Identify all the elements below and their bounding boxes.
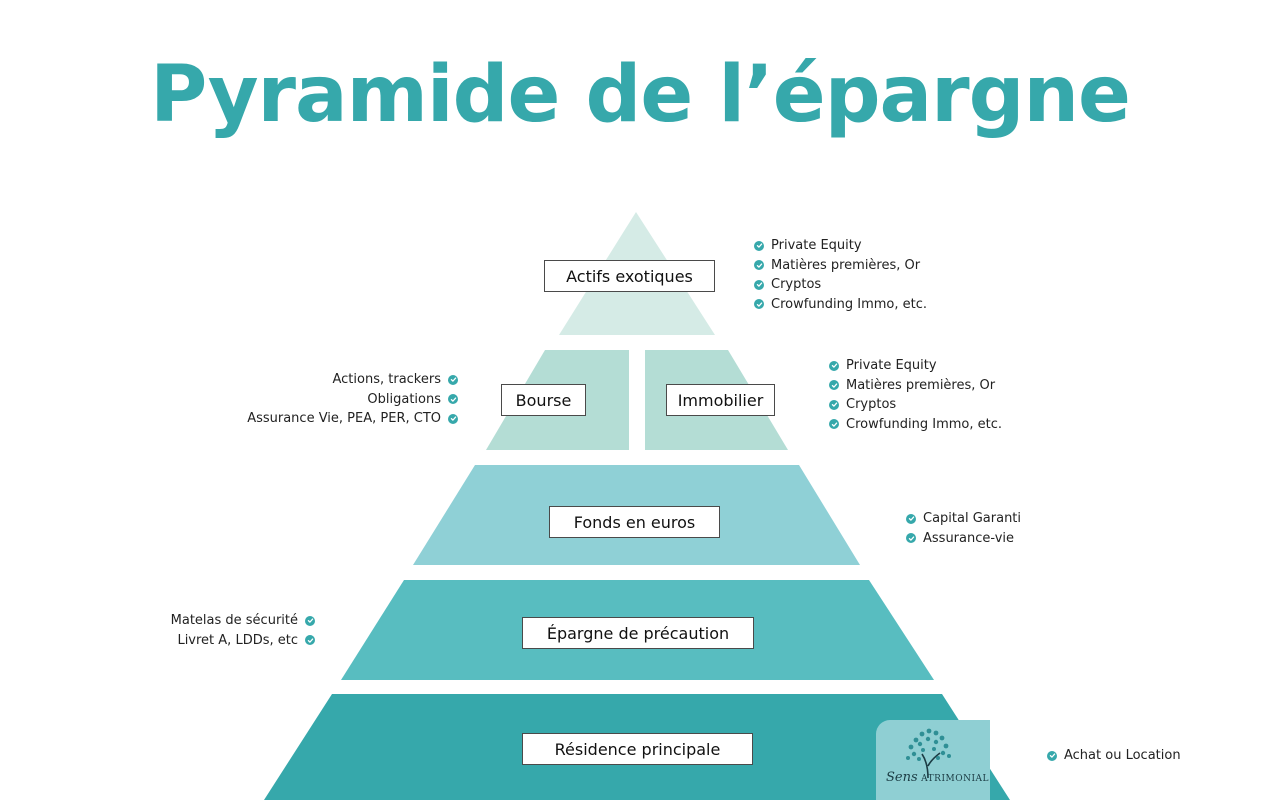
list-item: Matières premières, Or	[754, 256, 927, 276]
check-circle-icon	[754, 279, 764, 290]
list-item-text: Cryptos	[846, 397, 897, 413]
list-item: Cryptos	[754, 275, 927, 295]
list-item-text: Private Equity	[846, 358, 937, 374]
list-item-text: Crowfunding Immo, etc.	[771, 296, 928, 312]
check-circle-icon	[906, 533, 916, 544]
check-circle-icon	[829, 380, 839, 391]
logo-word-sens: Sens	[886, 770, 918, 785]
list-item-text: Capital Garanti	[923, 511, 1022, 527]
label-residence-principale: Résidence principale	[522, 733, 753, 765]
list-item-text: Assurance-vie	[923, 530, 1015, 546]
list-item: Actions, trackers	[247, 370, 458, 390]
check-circle-icon	[1047, 750, 1057, 761]
list-item-text: Livret A, LDDs, etc	[177, 632, 298, 648]
list-item: Capital Garanti	[906, 509, 1021, 529]
list-item-text: Matières premières, Or	[846, 377, 996, 393]
check-circle-icon	[448, 413, 458, 424]
check-circle-icon	[829, 399, 839, 410]
check-circle-icon	[305, 615, 315, 626]
list-item: Private Equity	[754, 236, 927, 256]
label-immobilier: Immobilier	[666, 384, 775, 416]
check-circle-icon	[754, 240, 764, 251]
check-circle-icon	[305, 635, 315, 646]
logo-wordmark: Sens ATRIMONIAL	[886, 770, 989, 785]
list-item: Cryptos	[829, 395, 1002, 415]
list-item: Private Equity	[829, 356, 1002, 376]
list-residence-principale: Achat ou Location	[1047, 746, 1181, 766]
logo-word-patrimonial: ATRIMONIAL	[921, 774, 989, 784]
list-item-text: Matières premières, Or	[771, 257, 921, 273]
list-item: Crowfunding Immo, etc.	[829, 415, 1002, 435]
list-item-text: Actions, trackers	[332, 372, 442, 388]
list-item: Obligations	[247, 390, 458, 410]
check-circle-icon	[448, 394, 458, 405]
list-item-text: Achat ou Location	[1064, 748, 1181, 764]
tree-icon	[906, 728, 951, 779]
list-item: Assurance-vie	[906, 529, 1021, 549]
list-item: Matières premières, Or	[829, 376, 1002, 396]
check-circle-icon	[906, 513, 916, 524]
list-item: Matelas de sécurité	[171, 611, 315, 631]
list-item-text: Cryptos	[771, 277, 822, 293]
check-circle-icon	[829, 360, 839, 371]
label-fonds-en-euros: Fonds en euros	[549, 506, 720, 538]
list-item-text: Assurance Vie, PEA, PER, CTO	[247, 411, 441, 427]
list-item-text: Matelas de sécurité	[170, 613, 298, 629]
list-item: Livret A, LDDs, etc	[171, 631, 315, 651]
list-item-text: Private Equity	[771, 238, 862, 254]
label-actifs-exotiques: Actifs exotiques	[544, 260, 715, 292]
sens-patrimonial-logo: Sens ATRIMONIAL	[876, 720, 990, 800]
check-circle-icon	[829, 419, 839, 430]
check-circle-icon	[448, 374, 458, 385]
label-bourse: Bourse	[501, 384, 586, 416]
label-epargne-precaution: Épargne de précaution	[522, 617, 754, 649]
list-item-text: Obligations	[367, 391, 441, 407]
list-item-text: Crowfunding Immo, etc.	[846, 416, 1003, 432]
check-circle-icon	[754, 260, 764, 271]
list-item: Assurance Vie, PEA, PER, CTO	[247, 409, 458, 429]
list-item: Achat ou Location	[1047, 746, 1181, 766]
list-item: Crowfunding Immo, etc.	[754, 295, 927, 315]
check-circle-icon	[754, 299, 764, 310]
page-title: Pyramide de l’épargne	[150, 50, 1131, 140]
